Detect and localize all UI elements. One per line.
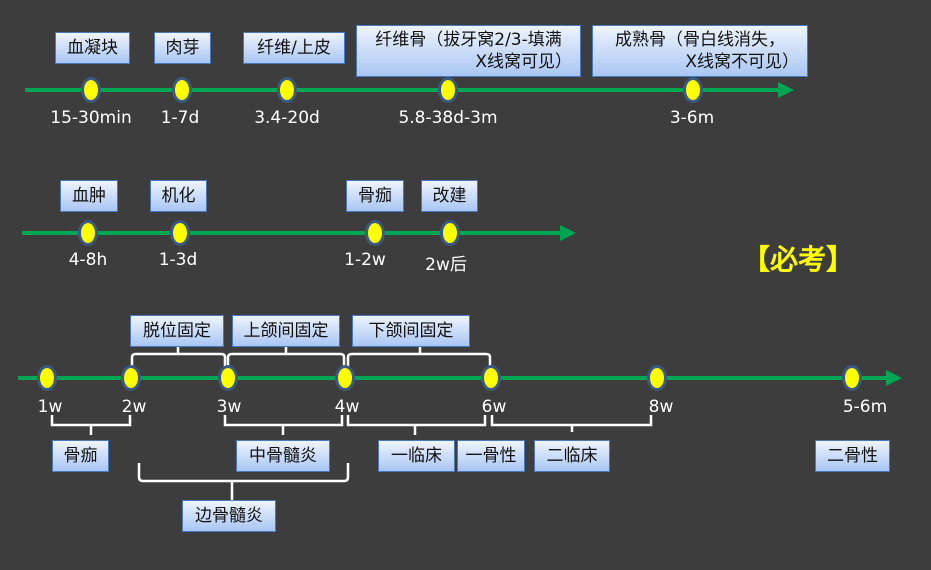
timeline-2 — [22, 231, 562, 235]
dot — [440, 220, 460, 246]
dot — [438, 77, 458, 103]
dot — [683, 77, 703, 103]
time-label: 1-3d — [158, 250, 198, 270]
fixation-box: 脱位固定 — [130, 315, 224, 347]
bracket-mandibular — [346, 347, 492, 370]
box-line: X线窝不可见） — [685, 52, 799, 72]
stage-box: 纤维/上皮 — [243, 32, 345, 64]
event-box: 中骨髓炎 — [236, 440, 330, 472]
stage-box: 骨痂 — [346, 180, 404, 212]
stage-box: 血肿 — [60, 180, 118, 212]
bracket-4w-6w — [346, 415, 487, 435]
time-label: 15-30min — [50, 108, 132, 128]
event-box: 边骨髓炎 — [182, 500, 276, 532]
arrow-icon — [778, 82, 794, 98]
bracket-dislocation — [130, 347, 227, 370]
bracket-2w-4w — [137, 463, 350, 500]
dot — [335, 365, 355, 391]
stage-box: 血凝块 — [55, 32, 130, 64]
event-box: 二临床 — [534, 440, 610, 472]
time-label: 2w后 — [425, 255, 467, 275]
dot — [277, 77, 297, 103]
time-label: 1-2w — [344, 250, 386, 270]
bracket-maxillary — [226, 347, 346, 370]
fixation-box: 下颌间固定 — [352, 315, 470, 347]
event-box: 一骨性 — [457, 440, 525, 472]
box-line: 成熟骨（骨白线消失， — [615, 30, 785, 50]
box-line: X线窝可见） — [475, 52, 572, 72]
stage-box: 肉芽 — [154, 32, 211, 64]
week-label: 8w — [648, 397, 674, 417]
time-label: 3.4-20d — [254, 108, 320, 128]
dot — [481, 365, 501, 391]
dot — [170, 220, 190, 246]
event-box: 骨痂 — [52, 440, 109, 472]
stage-box: 改建 — [421, 180, 478, 212]
dot — [81, 77, 101, 103]
time-label: 5.8-38d-3m — [398, 108, 498, 128]
dot — [218, 365, 238, 391]
week-label: 4w — [334, 397, 360, 417]
dot — [365, 220, 385, 246]
dot — [172, 77, 192, 103]
week-label: 2w — [121, 397, 147, 417]
dot — [121, 365, 141, 391]
bracket-6w-8w — [490, 415, 653, 432]
week-label: 1w — [37, 397, 63, 417]
arrow-icon — [886, 370, 902, 386]
week-label: 5-6m — [842, 397, 888, 417]
event-box: 一临床 — [378, 440, 455, 472]
dot — [37, 365, 57, 391]
week-label: 6w — [481, 397, 507, 417]
bracket-1w-2w — [50, 415, 132, 435]
stage-box: 机化 — [150, 180, 207, 212]
dot — [842, 365, 862, 391]
bracket-3w-4w — [223, 415, 344, 435]
must-test-note: 【必考】 — [742, 243, 855, 276]
box-line: 纤维骨（拔牙窝2/3-填满 — [375, 30, 562, 50]
timeline-1 — [25, 88, 780, 92]
stage-box: 成熟骨（骨白线消失，X线窝不可见） — [592, 25, 808, 77]
timeline-3 — [18, 376, 890, 380]
time-label: 1-7d — [160, 108, 200, 128]
dot — [78, 220, 98, 246]
dot — [647, 365, 667, 391]
week-label: 3w — [216, 397, 242, 417]
time-label: 4-8h — [68, 250, 108, 270]
fixation-box: 上颌间固定 — [232, 315, 340, 347]
arrow-icon — [560, 225, 576, 241]
time-label: 3-6m — [669, 108, 715, 128]
event-box: 二骨性 — [815, 440, 890, 472]
